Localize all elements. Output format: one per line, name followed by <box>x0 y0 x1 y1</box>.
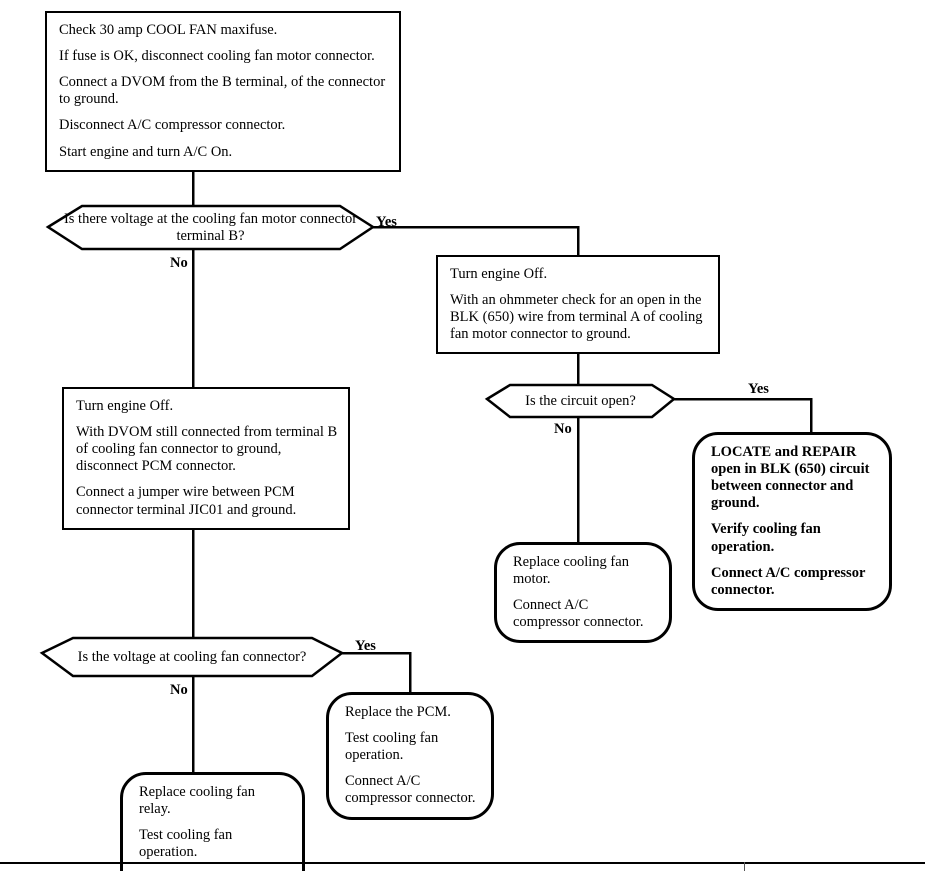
dvom-line-2: With DVOM still connected from terminal … <box>76 424 338 475</box>
dvom-line-3: Connect a jumper wire between PCM connec… <box>76 484 297 518</box>
ohmmeter-line-2: With an ohmmeter check for an open in th… <box>450 292 703 343</box>
decision-voltage-terminal-b: Is there voltage at the cooling fan moto… <box>48 206 373 249</box>
branch-label-no-terminal-b: No <box>170 255 188 271</box>
replace-pcm-line-1: Replace the PCM. <box>345 704 451 720</box>
start-line-2: If fuse is OK, disconnect cooling fan mo… <box>59 48 375 65</box>
replace-cooling-fan-relay-box: Replace cooling fan relay. Test cooling … <box>120 772 305 871</box>
decision-shape-circuit-open <box>484 383 677 419</box>
edge-decision3-yes <box>342 651 412 692</box>
decision-voltage-terminal-b-label: Is there voltage at the cooling fan moto… <box>63 210 358 244</box>
decision-circuit-open: Is the circuit open? <box>487 385 674 417</box>
turn-engine-off-ohmmeter-box: Turn engine Off. With an ohmmeter check … <box>436 255 720 355</box>
branch-label-yes-circuit-open: Yes <box>748 381 769 397</box>
decision-voltage-at-connector: Is the voltage at cooling fan connector? <box>42 638 342 676</box>
locate-repair-line-1: LOCATE and REPAIR open in BLK (650) circ… <box>711 444 870 512</box>
start-line-5: Start engine and turn A/C On. <box>59 143 233 160</box>
page-footer-rule <box>0 862 925 864</box>
start-instruction-box: Check 30 amp COOL FAN maxifuse. If fuse … <box>45 11 401 172</box>
dvom-line-1: Turn engine Off. <box>76 398 174 414</box>
replace-pcm-line-2: Test cooling fan operation. <box>345 730 439 764</box>
replace-cooling-fan-motor-box: Replace cooling fan motor. Connect A/C c… <box>494 542 672 644</box>
page-footer-tick <box>744 862 745 871</box>
locate-repair-line-3: Connect A/C compressor connector. <box>711 564 866 598</box>
replace-pcm-line-3: Connect A/C compressor connector. <box>345 773 476 807</box>
branch-label-yes-voltage-connector: Yes <box>355 638 376 654</box>
edge-decision1-yes <box>373 225 580 255</box>
turn-engine-off-dvom-box: Turn engine Off. With DVOM still connect… <box>62 387 350 530</box>
replace-relay-line-1: Replace cooling fan relay. <box>139 784 255 818</box>
decision-shape-voltage-at-connector <box>39 636 345 678</box>
edge-decision2-yes <box>674 397 813 432</box>
decision-shape-voltage-terminal-b <box>45 204 376 251</box>
branch-label-no-circuit-open: No <box>554 421 572 437</box>
ohmmeter-line-1: Turn engine Off. <box>450 266 548 282</box>
start-line-4: Disconnect A/C compressor connector. <box>59 117 286 134</box>
locate-repair-open-box: LOCATE and REPAIR open in BLK (650) circ… <box>692 432 892 611</box>
decision-voltage-at-connector-label: Is the voltage at cooling fan connector? <box>77 648 307 665</box>
replace-motor-line-2: Connect A/C compressor connector. <box>513 597 644 631</box>
branch-label-no-voltage-connector: No <box>170 682 188 698</box>
start-line-3: Connect a DVOM from the B terminal, of t… <box>59 74 386 108</box>
branch-label-yes-terminal-b: Yes <box>376 214 397 230</box>
start-line-1: Check 30 amp COOL FAN maxifuse. <box>59 22 278 38</box>
replace-motor-line-1: Replace cooling fan motor. <box>513 554 629 588</box>
replace-relay-line-2: Test cooling fan operation. <box>139 827 233 861</box>
locate-repair-line-2: Verify cooling fan operation. <box>711 521 821 555</box>
decision-circuit-open-label: Is the circuit open? <box>525 392 636 409</box>
replace-pcm-box: Replace the PCM. Test cooling fan operat… <box>326 692 494 820</box>
